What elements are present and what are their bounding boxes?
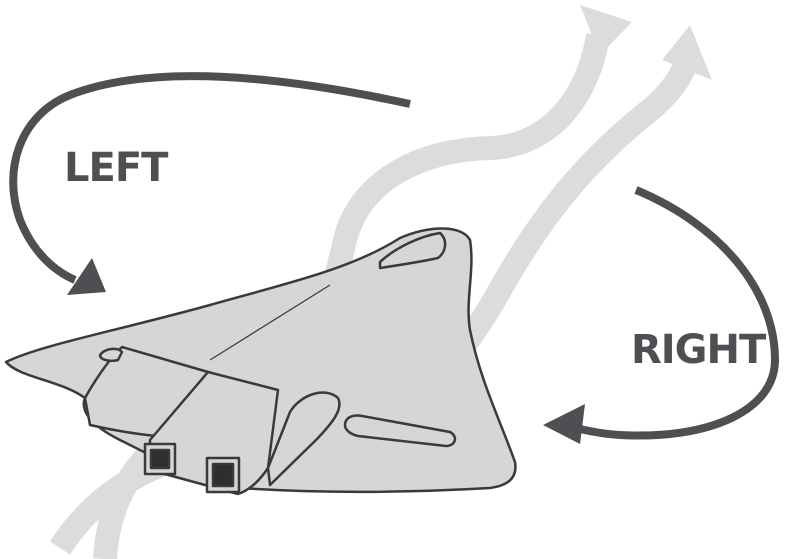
left-arrow-shaft: [9, 72, 411, 284]
aircraft-right-tail-fin: [266, 391, 341, 487]
aircraft-nozzle-right: [211, 462, 235, 488]
aircraft-engine-block: [148, 370, 280, 496]
right-label: RIGHT: [631, 327, 766, 373]
left-label: LEFT: [64, 145, 168, 191]
spiral-arrowhead-2: [662, 25, 712, 80]
aircraft-left-wing-slot: [98, 347, 124, 363]
right-turn-arrow-icon: [543, 186, 780, 444]
aircraft-right-wing-slot: [343, 414, 457, 448]
left-turn-arrow-icon: [9, 72, 411, 295]
aircraft-canopy: [378, 231, 447, 270]
right-arrow-head: [543, 404, 585, 444]
spiral-arrowhead-1: [580, 5, 632, 55]
left-arrow-head: [67, 258, 106, 295]
right-arrow-shaft: [574, 186, 780, 440]
aircraft-nozzle-left: [149, 448, 171, 470]
aircraft-spine-line: [209, 284, 331, 361]
aircraft-icon: [4, 227, 517, 496]
